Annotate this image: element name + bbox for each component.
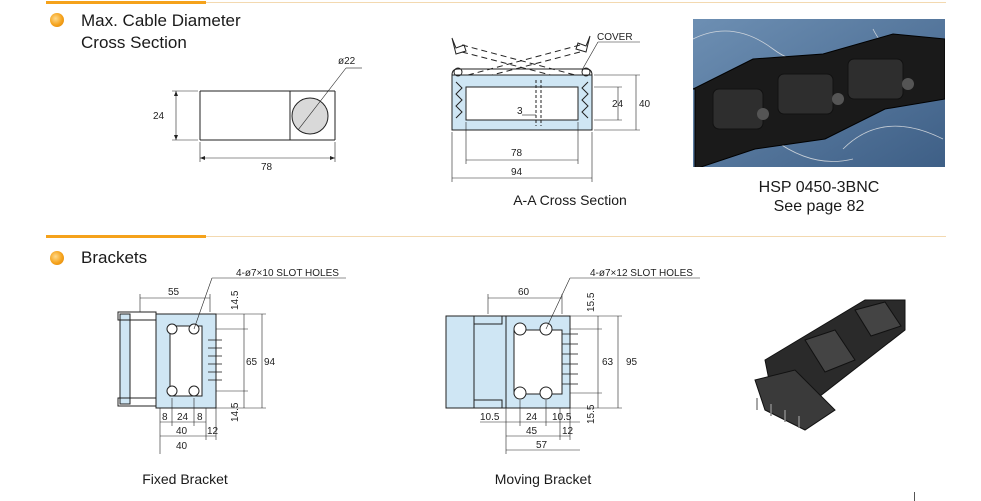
moving-total-height: 95: [626, 357, 638, 368]
fixed-dim-40b: 40: [176, 441, 188, 452]
bracket-chain-image: [754, 299, 906, 431]
moving-bottom-offset: 15.5: [586, 404, 597, 424]
section1-bullet-icon: [50, 13, 64, 27]
moving-dim-10-5b: 10.5: [552, 412, 572, 423]
aa-outer-width-label: 94: [511, 167, 523, 178]
section2-bullet-icon: [50, 251, 64, 265]
moving-dim-12: 12: [562, 426, 574, 437]
section2-title: Brackets: [81, 248, 148, 267]
fixed-top-width: 55: [168, 287, 180, 298]
photo-caption: HSP 0450-3BNC See page 82: [713, 178, 925, 216]
section1-title: Max. Cable Diameter Cross Section: [81, 10, 241, 54]
moving-top-width: 60: [518, 287, 530, 298]
section1-title-line1: Max. Cable Diameter: [81, 11, 241, 30]
aa-inner-width-label: 78: [511, 148, 523, 159]
moving-dim-57: 57: [536, 440, 548, 451]
aa-caption: A-A Cross Section: [513, 192, 627, 208]
cable-cross-section-drawing: ø22 24 78: [153, 56, 362, 173]
section1-divider: [46, 1, 946, 4]
cover-label: COVER: [597, 32, 633, 43]
fixed-top-offset: 14.5: [230, 290, 241, 310]
fixed-dim-12: 12: [207, 426, 219, 437]
cable-chain-photo: [693, 19, 945, 167]
moving-bracket-caption: Moving Bracket: [494, 471, 592, 487]
aa-inner-height-label: 24: [612, 99, 624, 110]
fixed-mid-height: 65: [246, 357, 258, 368]
cable-diameter-label: ø22: [338, 56, 356, 67]
moving-dim-45: 45: [526, 426, 538, 437]
fixed-dim-8b: 8: [197, 412, 203, 423]
cable-height-label: 24: [153, 111, 165, 122]
aa-cross-section-drawing: COVER 24 40 3 78 94: [451, 32, 651, 182]
cable-width-label: 78: [261, 162, 273, 173]
photo-caption-model: HSP 0450-3BNC: [758, 179, 880, 196]
fixed-bracket-caption: Fixed Bracket: [142, 471, 228, 487]
moving-dim-24: 24: [526, 412, 538, 423]
fixed-dim-24: 24: [177, 412, 189, 423]
fixed-dim-8a: 8: [162, 412, 168, 423]
photo-caption-page-ref: See page 82: [773, 198, 865, 215]
fixed-bracket-drawing: 4-ø7×10 SLOT HOLES 55 14.5 65 94 14.5 8 …: [117, 268, 346, 454]
moving-dim-10-5a: 10.5: [480, 412, 500, 423]
moving-holes-label: 4-ø7×12 SLOT HOLES: [590, 268, 693, 279]
page-corner-mark: [914, 492, 915, 501]
aa-outer-height-label: 40: [639, 99, 651, 110]
aa-gap-label: 3: [517, 106, 523, 117]
moving-top-offset: 15.5: [586, 292, 597, 312]
fixed-total-height: 94: [264, 357, 276, 368]
fixed-dim-40a: 40: [176, 426, 188, 437]
fixed-holes-label: 4-ø7×10 SLOT HOLES: [236, 268, 339, 279]
section2-divider: [46, 235, 946, 238]
fixed-bottom-offset: 14.5: [230, 402, 241, 422]
section1-title-line2: Cross Section: [81, 33, 187, 52]
moving-bracket-drawing: 4-ø7×12 SLOT HOLES 60 15.5 63 95 15.5 10…: [445, 268, 700, 454]
moving-mid-height: 63: [602, 357, 614, 368]
